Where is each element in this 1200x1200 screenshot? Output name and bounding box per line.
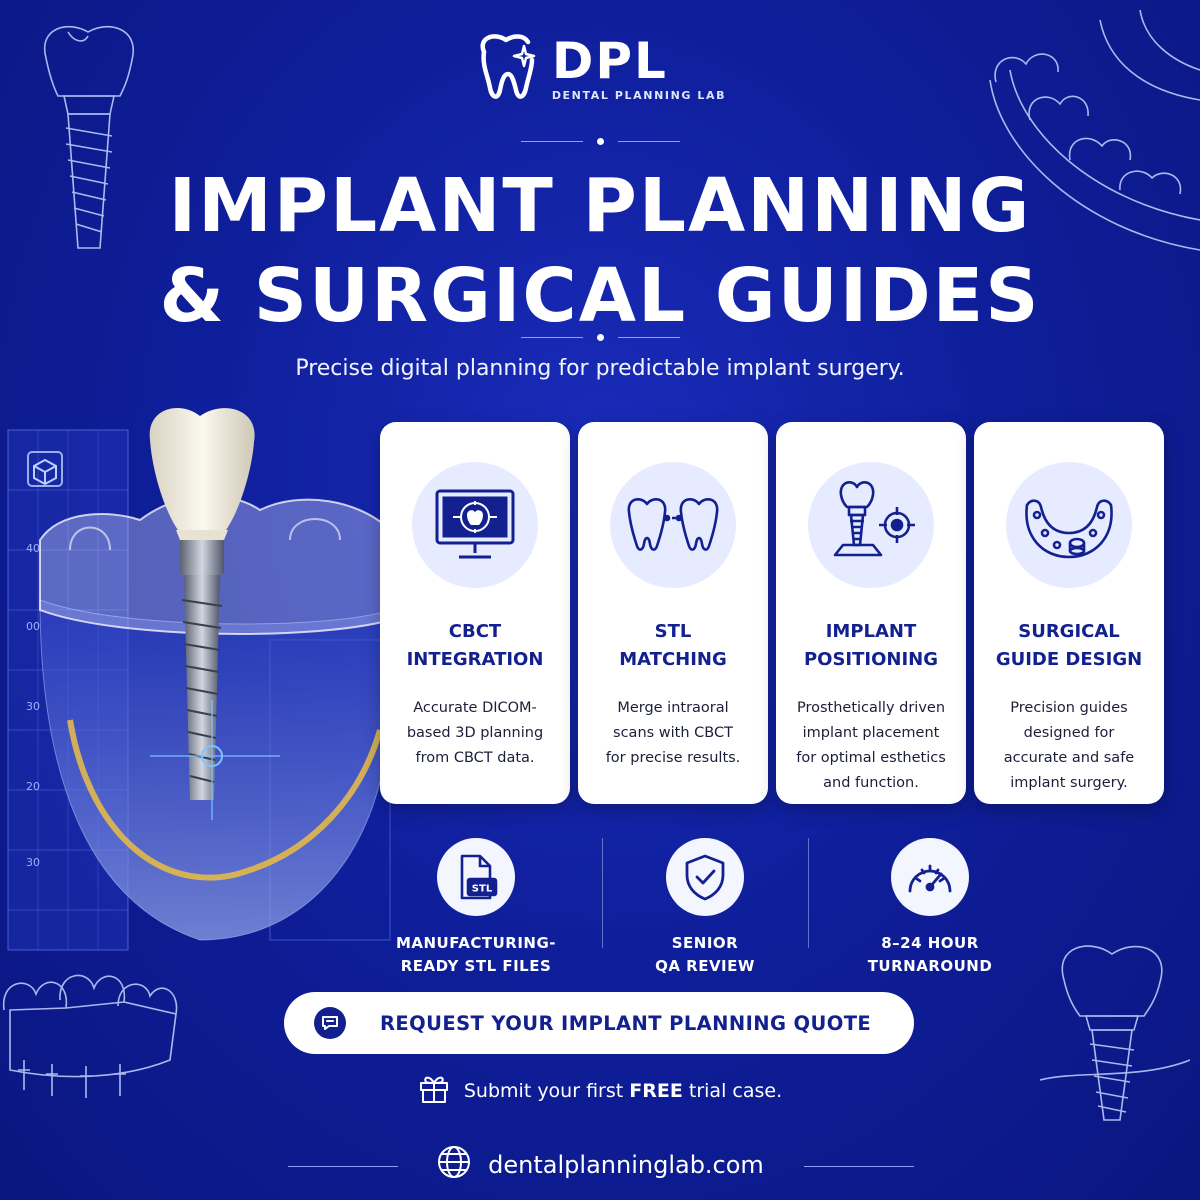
card-text: Precision guides designed for accurate a… <box>1003 700 1135 791</box>
divider-bottom <box>0 334 1200 341</box>
ruler-label-4: 20 <box>26 780 40 793</box>
trial-prefix: Submit your first <box>463 1079 624 1102</box>
feature-cards: CBCT INTEGRATION Accurate DICOM- based 3… <box>380 422 1164 804</box>
card-title: STL MATCHING <box>619 621 727 670</box>
card-surgical-guide-design: SURGICAL GUIDE DESIGN Precision guides d… <box>974 422 1164 804</box>
feature-stl-files: STL MANUFACTURING- READY STL FILES <box>376 838 576 978</box>
implant-lineart-topleft <box>28 18 158 268</box>
speedometer-icon <box>891 838 969 916</box>
card-title: CBCT INTEGRATION <box>406 621 544 670</box>
globe-icon <box>436 1144 472 1186</box>
implant-lineart-bottomright <box>1040 930 1190 1130</box>
shield-check-icon <box>666 838 744 916</box>
gift-icon <box>418 1072 450 1109</box>
website-link[interactable]: dentalplanninglab.com <box>0 1144 1200 1186</box>
card-implant-positioning: IMPLANT POSITIONING Prosthetically drive… <box>776 422 966 804</box>
feature-qa-review: SENIOR QA REVIEW <box>605 838 805 978</box>
ruler-label-5: 30 <box>26 856 40 869</box>
card-title: IMPLANT POSITIONING <box>803 621 939 670</box>
request-quote-button[interactable]: REQUEST YOUR IMPLANT PLANNING QUOTE <box>284 992 914 1054</box>
ruler-label-1: 40 <box>26 542 40 555</box>
request-quote-label: REQUEST YOUR IMPLANT PLANNING QUOTE <box>380 1011 872 1035</box>
footer-line-right <box>804 1166 914 1167</box>
brand-name: DPL <box>551 31 668 90</box>
feature-label: 8–24 HOUR TURNAROUND <box>867 934 993 975</box>
feature-label: MANUFACTURING- READY STL FILES <box>395 934 557 975</box>
feature-separator-2 <box>808 838 809 948</box>
trial-bold: FREE <box>629 1079 683 1102</box>
feature-turnaround: 8–24 HOUR TURNAROUND <box>830 838 1030 978</box>
page-title-line1: IMPLANT PLANNING <box>168 163 1032 249</box>
tooth-sparkle-icon <box>474 32 542 104</box>
bridge-lineart-bottomleft <box>0 950 180 1110</box>
card-text: Merge intraoral scans with CBCT for prec… <box>605 700 741 766</box>
card-title: SURGICAL GUIDE DESIGN <box>995 621 1143 670</box>
brand-logo: DPL DENTAL PLANNING LAB <box>0 32 1200 104</box>
card-text: Accurate DICOM- based 3D planning from C… <box>406 700 544 766</box>
ruler-label-2: 00 <box>26 620 40 633</box>
divider-top <box>0 138 1200 145</box>
aligner-lineart-topright <box>970 0 1200 260</box>
ruler-label-3: 30 <box>26 700 40 713</box>
implant-target-icon <box>808 462 934 588</box>
footer-line-left <box>288 1166 398 1167</box>
feature-separator-1 <box>602 838 603 948</box>
page-title-line2: & SURGICAL GUIDES <box>159 253 1041 339</box>
website-url[interactable]: dentalplanninglab.com <box>488 1151 764 1179</box>
chat-icon <box>314 1007 346 1039</box>
card-text: Prosthetically driven implant placement … <box>796 700 946 791</box>
implant-illustration: 40 00 30 20 30 <box>0 400 400 980</box>
card-stl-matching: STL MATCHING Merge intraoral scans with … <box>578 422 768 804</box>
trial-suffix: trial case. <box>688 1079 783 1102</box>
surgical-guide-icon <box>1006 462 1132 588</box>
target-crosshair <box>150 700 280 820</box>
teeth-match-icon <box>610 462 736 588</box>
monitor-scan-icon <box>412 462 538 588</box>
stl-file-icon: STL <box>437 838 515 916</box>
card-cbct-integration: CBCT INTEGRATION Accurate DICOM- based 3… <box>380 422 570 804</box>
free-trial-note: Submit your first FREE trial case. <box>0 1072 1200 1109</box>
feature-label: SENIOR QA REVIEW <box>655 934 755 975</box>
page-subtitle: Precise digital planning for predictable… <box>295 356 905 381</box>
cube-3d-icon <box>27 451 63 487</box>
stl-badge-text: STL <box>472 884 493 895</box>
brand-subtitle: DENTAL PLANNING LAB <box>551 88 727 102</box>
